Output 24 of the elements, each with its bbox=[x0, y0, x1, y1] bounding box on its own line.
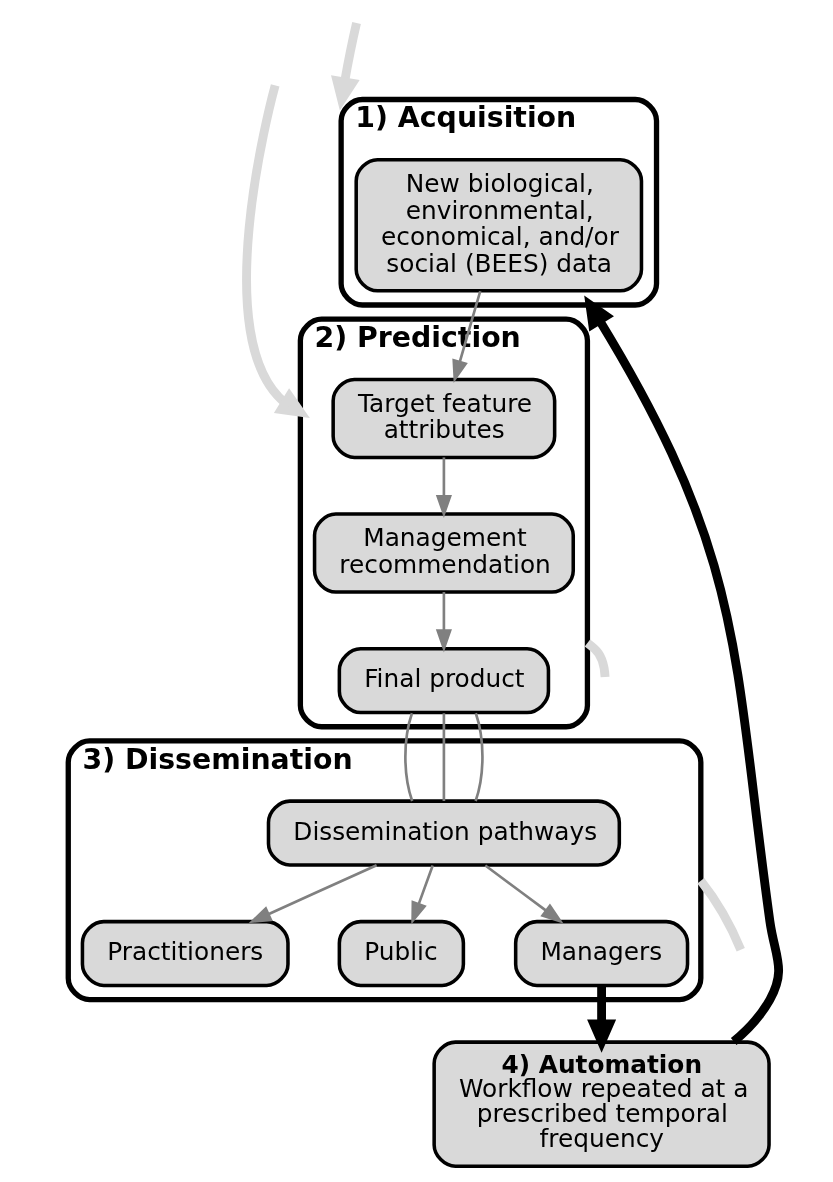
arrow bbox=[411, 865, 434, 925]
connector bbox=[697, 878, 745, 952]
node-box: New biological, environmental, economical, and/or social (BEES) data bbox=[354, 157, 644, 293]
connector bbox=[474, 712, 484, 802]
node-box: 4) Automation Workflow repeated at a prescribed temporal frequency bbox=[432, 1040, 771, 1168]
node-box: Dissemination pathways bbox=[266, 799, 622, 867]
connector bbox=[442, 713, 446, 801]
node-box: Managers bbox=[513, 919, 690, 988]
arrow bbox=[435, 592, 452, 653]
arrow bbox=[452, 290, 482, 383]
node-box: Public bbox=[337, 919, 466, 988]
node-box: Practitioners bbox=[80, 919, 290, 988]
arrow bbox=[242, 84, 310, 418]
arrow bbox=[331, 22, 361, 111]
connector bbox=[404, 712, 414, 802]
node-box: Target feature attributes bbox=[331, 377, 557, 460]
arrow bbox=[584, 295, 783, 1045]
arrow bbox=[248, 864, 378, 924]
arrow bbox=[587, 985, 617, 1053]
node-box: Final product bbox=[337, 647, 551, 715]
connector bbox=[584, 639, 610, 678]
arrow bbox=[435, 457, 452, 518]
node-box: Management recommendation bbox=[312, 512, 575, 594]
arrow bbox=[484, 864, 564, 924]
